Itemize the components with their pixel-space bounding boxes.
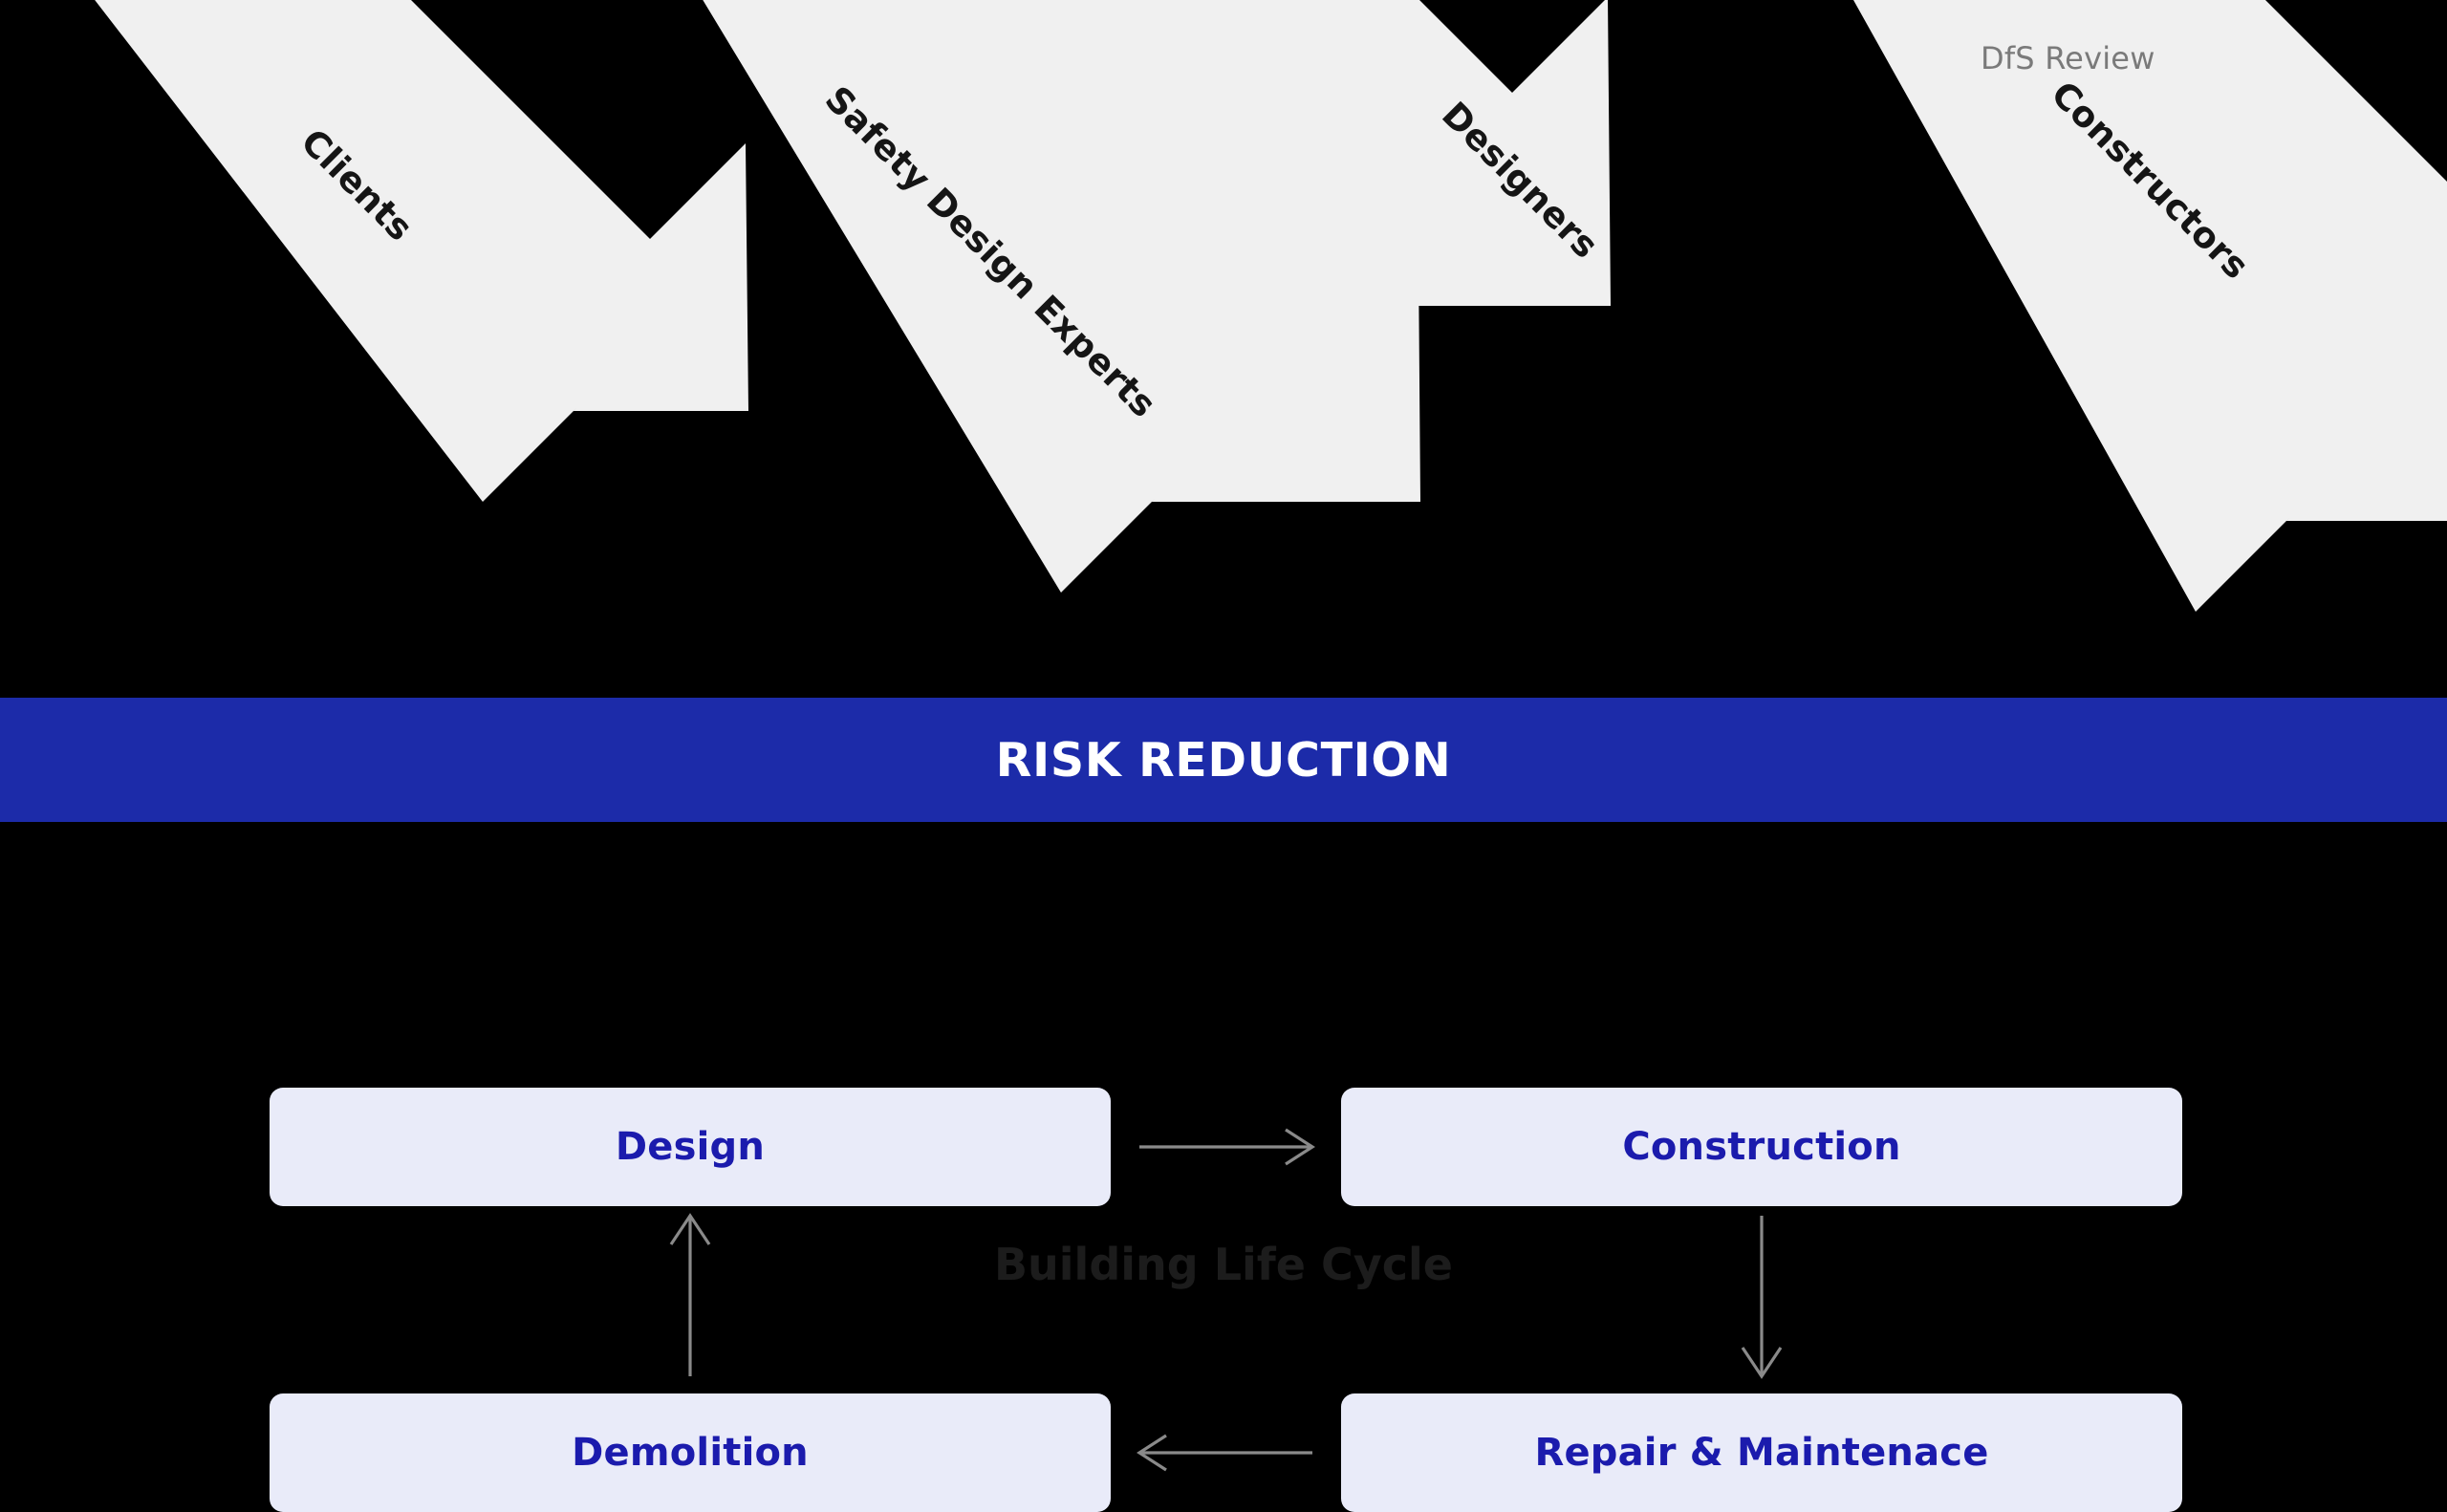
connector-design-to-construction [1139,1128,1315,1166]
life-cycle-node-design[interactable]: Design [270,1088,1111,1206]
life-cycle-node-demolition[interactable]: Demolition [270,1393,1111,1512]
life-cycle-node-repair-maintenance[interactable]: Repair & Maintenace [1341,1393,2182,1512]
arrow-shape-safety-design-experts [703,0,1420,593]
connector-demolition-to-design [669,1213,711,1376]
connector-repair-to-demolition [1137,1434,1312,1472]
arrow-shape-designers [1010,0,1611,397]
stakeholder-arrow-designers: Designers [1010,0,1611,397]
stakeholder-arrow-clients: Clients [95,0,748,502]
life-cycle-node-construction[interactable]: Construction [1341,1088,2182,1206]
life-cycle-connectors [669,1128,1783,1472]
building-life-cycle-label: Building Life Cycle [993,1239,1453,1290]
connector-construction-to-repair [1741,1216,1783,1379]
dfs-review-label: DfS Review [1981,40,2155,76]
risk-reduction-label: RISK REDUCTION [995,732,1452,788]
stakeholder-arrow-constructors: Constructors [1853,0,2447,612]
life-cycle-node-label: Demolition [572,1431,809,1475]
life-cycle-node-label: Repair & Maintenace [1534,1431,1989,1475]
risk-reduction-bar: RISK REDUCTION [0,698,2447,822]
life-cycle-node-label: Design [615,1125,766,1169]
arrow-shape-clients [95,0,748,502]
stakeholder-arrows-group: Clients Safety Design Experts Designers … [95,0,2447,612]
arrow-shape-constructors [1853,0,2447,612]
building-life-cycle-group: Design Construction Repair & Maintenace … [0,1051,2447,1512]
life-cycle-node-label: Construction [1622,1125,1901,1169]
